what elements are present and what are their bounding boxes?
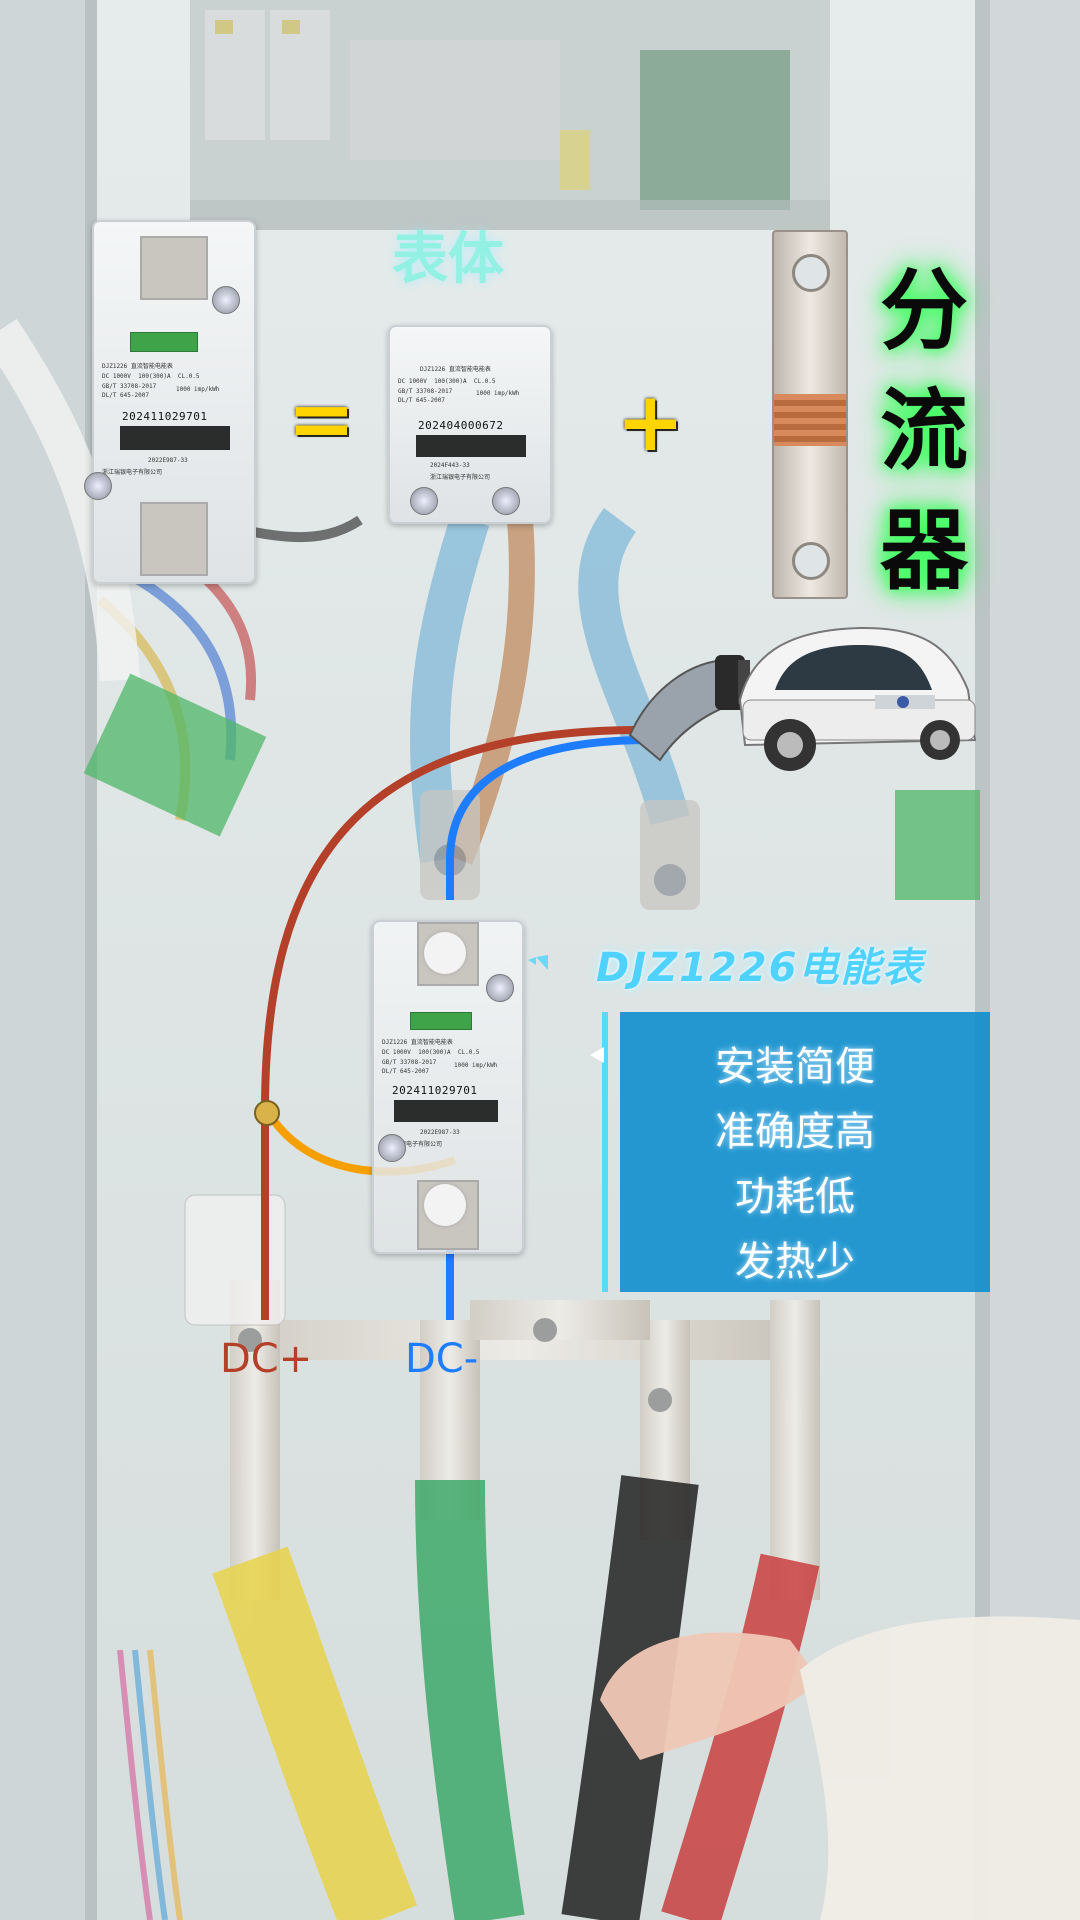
meter-spec: DC 1000V 100(300)A CL.0.5 (102, 373, 200, 380)
meter-standards: GB/T 33708-2017 DL/T 645-2007 (382, 1059, 437, 1075)
meter-left: DJZ1226 直流智能电能表 DC 1000V 100(300)A CL.0.… (84, 220, 256, 584)
shunt-label-char-2: 流 (880, 379, 969, 482)
meter-name-label: DJZ1226电能表 (596, 945, 925, 991)
dc-negative-wire (446, 736, 651, 900)
meter-cert: 2022E987-33 (420, 1129, 460, 1136)
equals-sign: = (287, 372, 356, 467)
meter-middle: DJZ1226 直流智能电能表 DC 1000V 100(300)A CL.0.… (388, 325, 552, 524)
meter-spec: DC 1000V 100(300)A CL.0.5 (398, 378, 496, 385)
meter-maker: 浙江瑞银电子有限公司 (430, 474, 491, 481)
meter-bottom: DJZ1226 直流智能电能表 DC 1000V 100(300)A CL.0.… (372, 920, 524, 1254)
feature-4: 发热少 (735, 1239, 855, 1285)
meter-cert: 2022E987-33 (148, 457, 188, 464)
plus-sign: + (616, 375, 685, 470)
meter-const: 1000 imp/kWh (454, 1062, 498, 1069)
meter-model: DJZ1226 直流智能电能表 (382, 1039, 453, 1046)
meter-cert: 2024F443-33 (430, 462, 470, 469)
meter-model: DJZ1226 直流智能电能表 (102, 363, 173, 370)
dc-positive-wire (261, 726, 641, 1320)
meter-model: DJZ1226 直流智能电能表 (420, 366, 491, 373)
feature-1: 安装简便 (715, 1044, 875, 1090)
meter-name-pointer (528, 955, 548, 970)
meter-standards: GB/T 33708-2017 DL/T 645-2007 (102, 383, 157, 399)
meter-serial: 202404000672 (418, 419, 504, 432)
meter-maker: 浙江瑞银电子有限公司 (382, 1141, 443, 1148)
dc-positive-label: DC+ (220, 1336, 313, 1382)
meter-const: 1000 imp/kWh (476, 390, 520, 397)
meter-standards: GB/T 33708-2017 DL/T 645-2007 (398, 388, 453, 404)
car-icon (738, 626, 977, 771)
meter-serial: 202411029701 (122, 410, 208, 423)
features-pointer (590, 1047, 604, 1063)
headline: 表体 (392, 227, 504, 292)
shunt-label-char-1: 分 (880, 259, 969, 362)
meter-const: 1000 imp/kWh (176, 386, 220, 393)
feature-3: 功耗低 (735, 1174, 855, 1220)
meter-maker: 浙江瑞银电子有限公司 (102, 469, 163, 476)
meter-serial: 202411029701 (392, 1084, 478, 1097)
charging-gun-icon (628, 655, 750, 762)
features-panel: 安装简便 准确度高 功耗低 发热少 (620, 1012, 990, 1292)
feature-2: 准确度高 (715, 1109, 875, 1155)
meter-spec: DC 1000V 100(300)A CL.0.5 (382, 1049, 480, 1056)
dc-negative-label: DC- (405, 1336, 479, 1382)
shunt-label-char-3: 器 (880, 499, 969, 602)
shunt-image (772, 230, 848, 599)
